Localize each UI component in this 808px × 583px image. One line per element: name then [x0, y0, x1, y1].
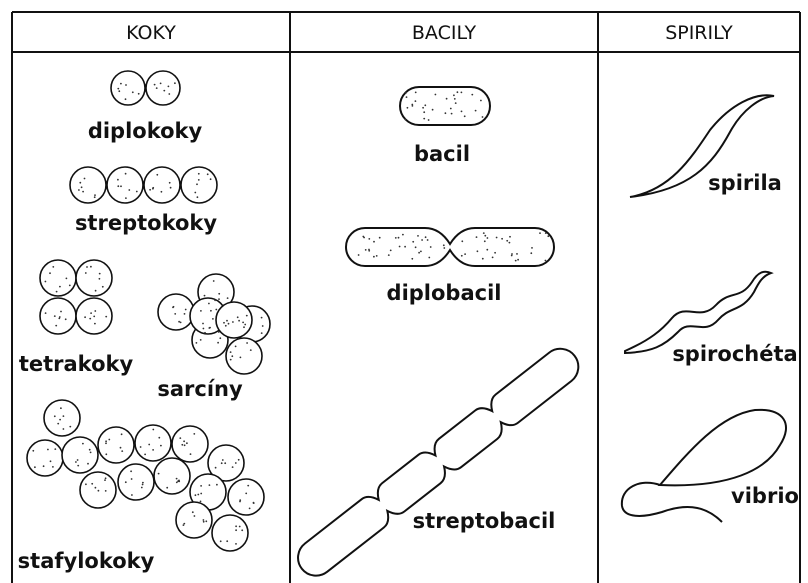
tetrakoky-illustration [40, 260, 112, 334]
bacil-illustration [400, 87, 490, 125]
header-koky: KOKY [126, 22, 176, 44]
streptokoky-label: streptokoky [75, 211, 217, 235]
stafylokoky-label: stafylokoky [18, 549, 155, 573]
bacil-label: bacil [414, 142, 470, 166]
spirocheta-label: spirochéta [672, 342, 797, 366]
streptobacil-illustration [291, 342, 586, 583]
streptokoky-illustration [70, 167, 217, 203]
sarciny-label: sarcíny [157, 377, 243, 401]
vibrio-label: vibrio [731, 484, 799, 508]
stafylokoky-illustration [27, 400, 264, 551]
streptobacil-label: streptobacil [413, 509, 556, 533]
diplobacil-label: diplobacil [387, 281, 502, 305]
spirila-label: spirila [708, 171, 782, 195]
header-bacily: BACILY [412, 22, 477, 44]
sarciny-illustration [158, 274, 270, 374]
diplokoky-illustration [111, 71, 180, 105]
diplokoky-label: diplokoky [88, 119, 203, 143]
header-spirily: SPIRILY [665, 22, 733, 44]
tetrakoky-label: tetrakoky [19, 352, 134, 376]
diplobacil-illustration [346, 228, 554, 266]
spirocheta-illustration [625, 272, 771, 353]
